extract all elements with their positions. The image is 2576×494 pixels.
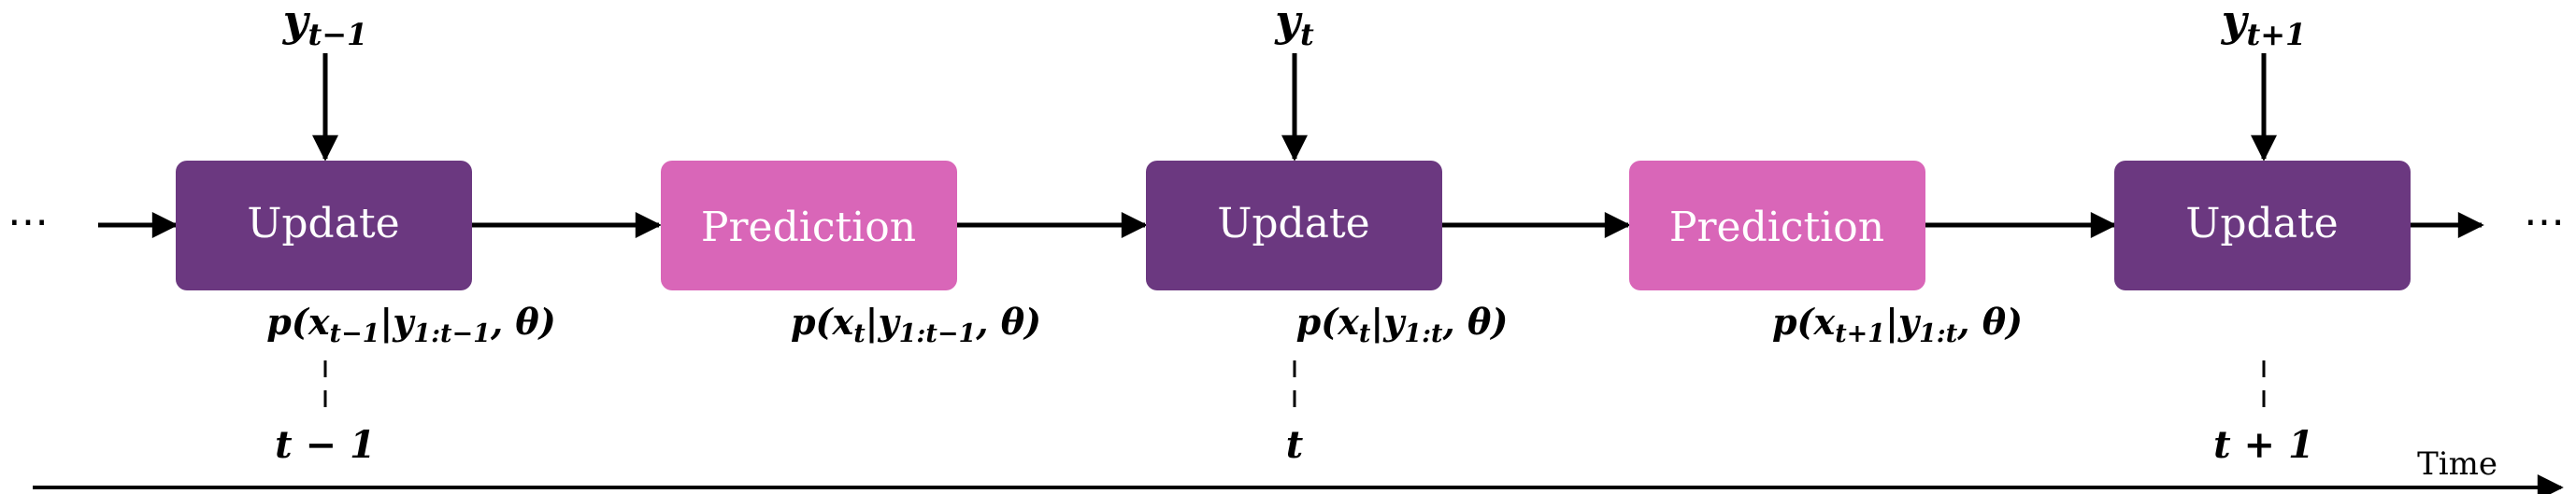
update-block: Update [1146, 161, 1442, 290]
observation-labels: yt−1 yt yt+1 [282, 0, 2307, 52]
prediction-block: Prediction [661, 161, 957, 290]
observation-label-3: yt+1 [2221, 0, 2307, 52]
observation-label-1: yt−1 [282, 0, 368, 52]
distribution-label-4: p(xt+1|y1:t, θ) [1772, 301, 2023, 348]
distribution-label-3: p(xt|y1:t, θ) [1296, 301, 1509, 348]
time-tick-labels: t − 1 t t + 1 [275, 423, 2314, 467]
distribution-label-2: p(xt|y1:t−1, θ) [791, 301, 1041, 348]
time-axis-label: Time [2417, 445, 2497, 483]
time-label-2: t [1286, 423, 1304, 467]
observation-label-2: yt [1274, 0, 1314, 52]
time-ticks [323, 360, 2266, 416]
distribution-label-1: p(xt−1|y1:t−1, θ) [266, 301, 555, 348]
block-label: Prediction [701, 204, 916, 251]
ellipsis-left: ⋯ [7, 198, 49, 246]
observation-arrows [312, 53, 2277, 162]
update-block: Update [176, 161, 472, 290]
time-label-1: t − 1 [275, 423, 376, 467]
block-label: Update [247, 200, 399, 247]
ellipsis-right: ⋯ [2524, 198, 2565, 246]
block-label: Update [2185, 200, 2338, 247]
update-block: Update [2114, 161, 2411, 290]
blocks: Update Prediction Update Prediction Upda… [176, 161, 2411, 290]
prediction-block: Prediction [1629, 161, 1925, 290]
block-label: Update [1217, 200, 1369, 247]
distribution-labels: p(xt−1|y1:t−1, θ) p(xt|y1:t−1, θ) p(xt|y… [266, 301, 2023, 348]
block-label: Prediction [1669, 204, 1884, 251]
time-label-3: t + 1 [2213, 423, 2314, 467]
